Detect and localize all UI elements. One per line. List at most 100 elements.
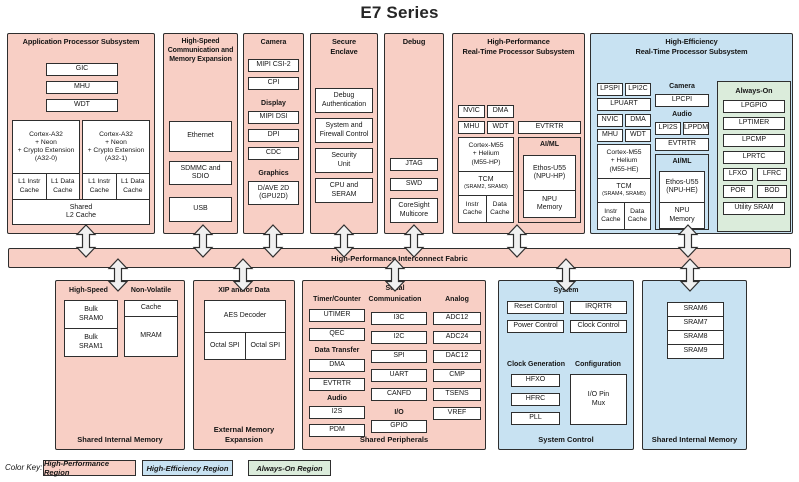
tcm-box: TCM (SRAM4, SRAM5) — [598, 179, 650, 202]
i2c-box: I2C — [371, 331, 427, 344]
bidirectional-arrow-icon — [384, 258, 406, 292]
ethernet-box: Ethernet — [169, 121, 232, 152]
instr-cache-box: Instr Cache — [459, 196, 486, 222]
lpi2c-box: LPI2C — [625, 83, 651, 96]
coresight-multicore-box: CoreSight Multicore — [390, 198, 438, 223]
lpi2s-box: LPI2S — [655, 122, 681, 135]
camera-display-graphics-block: Camera MIPI CSI-2 CPI Display MIPI DSI D… — [243, 33, 304, 234]
application-processor-subsystem-block: Application Processor Subsystem GIC MHU … — [7, 33, 155, 234]
evtrtr-box: EVTRTR — [309, 378, 365, 391]
audio-header: Audio — [327, 395, 347, 402]
aiml-container: AI/ML Ethos-U55 (NPU-HP) NPU Memory — [518, 137, 581, 223]
dma-box: DMA — [309, 359, 365, 372]
aiml-header: AI/ML — [672, 158, 692, 165]
cortex-m55-he-label: Cortex-M55 + Helium (M55-HE) — [598, 145, 650, 178]
instr-cache-box: Instr Cache — [598, 203, 624, 229]
gpio-box: GPIO — [371, 420, 427, 433]
tcm-sram-label: (SRAM2, SRAM3) — [464, 184, 508, 191]
bidirectional-arrow-icon — [192, 224, 214, 258]
color-key-label: Color Key: — [5, 463, 43, 472]
mhu-box: MHU — [597, 129, 623, 142]
octal-spi-box: Octal SPI — [205, 333, 245, 359]
core1-label: Cortex-A32 + Neon + Crypto Extension (A3… — [83, 121, 149, 173]
uart-box: UART — [371, 369, 427, 382]
lptimer-box: LPTIMER — [723, 117, 785, 130]
tcm-box: TCM (SRAM2, SRAM3) — [459, 172, 513, 195]
dac12-box: DAC12 — [433, 350, 481, 363]
qec-box: QEC — [309, 328, 365, 341]
tcm-label: TCM — [478, 176, 494, 184]
color-key-high-performance: High-Performance Region — [43, 459, 136, 477]
pll-box: PLL — [511, 412, 560, 425]
block-title: Debug — [402, 37, 426, 46]
block-footer: External Memory Expansion — [213, 425, 275, 444]
sdmmc-sdio-box: SDMMC and SDIO — [169, 161, 232, 185]
lpcpi-box: LPCPI — [655, 94, 709, 107]
aiml-header: AI/ML — [539, 141, 560, 148]
mipi-dsi-box: MIPI DSI — [248, 111, 299, 124]
high-speed-header: High-Speed — [69, 287, 108, 294]
lppdm-box: LPPDM — [683, 122, 709, 135]
high-speed-communication-block: High-Speed Communication and Memory Expa… — [163, 33, 238, 234]
high-efficiency-rt-subsystem-block: High-Efficiency Real-Time Processor Subs… — [590, 33, 793, 234]
l1-data-cache-box: L1 Data Cache — [116, 174, 149, 199]
gpu2d-box: D/AVE 2D (GPU2D) — [248, 181, 299, 205]
ethos-u55-he-box: Ethos-U55 (NPU-HE) — [660, 172, 704, 202]
npu-memory-box: NPU Memory — [660, 203, 704, 228]
io-pin-mux-box: I/O Pin Mux — [570, 374, 627, 425]
lpgpio-box: LPGPIO — [723, 100, 785, 113]
block-title: High-Performance Real-Time Processor Sub… — [462, 37, 575, 56]
npu-memory-box: NPU Memory — [524, 191, 575, 217]
bidirectional-arrow-icon — [677, 224, 699, 258]
cortex-m55-hp-label: Cortex-M55 + Helium (M55-HP) — [459, 138, 513, 171]
always-on-header: Always-On — [735, 86, 773, 95]
color-key-high-efficiency: High-Efficiency Region — [142, 460, 233, 476]
cortex-a32-cores: Cortex-A32 + Neon + Crypto Extension (A3… — [12, 120, 150, 200]
xip-panel: AES Decoder Octal SPI Octal SPI — [204, 300, 286, 360]
cpi-box: CPI — [248, 77, 299, 90]
bidirectional-arrow-icon — [679, 258, 701, 292]
evtrtr-box: EVTRTR — [655, 138, 709, 151]
utimer-box: UTIMER — [309, 309, 365, 322]
configuration-header: Configuration — [575, 361, 621, 368]
vref-box: VREF — [433, 407, 481, 420]
io-header: I/O — [394, 409, 404, 416]
dpi-box: DPI — [248, 129, 299, 142]
hfxo-box: HFXO — [511, 374, 560, 387]
mhu-box: MHU — [46, 81, 118, 94]
block-footer: Shared Peripherals — [359, 434, 429, 444]
nonvolatile-panel: Cache MRAM — [124, 300, 178, 357]
clock-generation-header: Clock Generation — [507, 361, 565, 368]
gic-box: GIC — [46, 63, 118, 76]
clock-control-box: Clock Control — [570, 320, 627, 333]
external-memory-expansion-block: XIP and/or Data AES Decoder Octal SPI Oc… — [193, 280, 295, 450]
block-footer: System Control — [538, 434, 594, 444]
utility-sram-box: Utility SRAM — [723, 202, 785, 215]
debug-authentication-box: Debug Authentication — [315, 88, 373, 113]
bidirectional-arrow-icon — [107, 258, 129, 292]
high-performance-rt-subsystem-block: High-Performance Real-Time Processor Sub… — [452, 33, 585, 234]
timer-counter-header: Timer/Counter — [313, 296, 361, 303]
shared-peripherals-block: Serial Timer/Counter UTIMER QEC Data Tra… — [302, 280, 486, 450]
bidirectional-arrow-icon — [75, 224, 97, 258]
security-unit-box: Security Unit — [315, 148, 373, 173]
bidirectional-arrow-icon — [555, 258, 577, 292]
page-title: E7 Series — [360, 3, 439, 22]
dma-box: DMA — [625, 114, 651, 127]
hfrc-box: HFRC — [511, 393, 560, 406]
sram9-box: SRAM9 — [668, 345, 723, 358]
cdc-box: CDC — [248, 147, 299, 160]
octal-spi-box: Octal SPI — [245, 333, 285, 359]
core0-label: Cortex-A32 + Neon + Crypto Extension (A3… — [13, 121, 79, 173]
bod-box: BOD — [757, 185, 787, 198]
jtag-box: JTAG — [390, 158, 438, 171]
bidirectional-arrow-icon — [232, 258, 254, 292]
wdt-box: WDT — [487, 121, 514, 134]
data-cache-box: Data Cache — [624, 203, 650, 229]
npu-panel: Ethos-U55 (NPU-HE) NPU Memory — [659, 171, 705, 229]
sram7-box: SRAM7 — [668, 317, 723, 330]
cortex-m55-hp-panel: Cortex-M55 + Helium (M55-HP) TCM (SRAM2,… — [458, 137, 514, 223]
lfrc-box: LFRC — [757, 168, 787, 181]
adc24-box: ADC24 — [433, 331, 481, 344]
